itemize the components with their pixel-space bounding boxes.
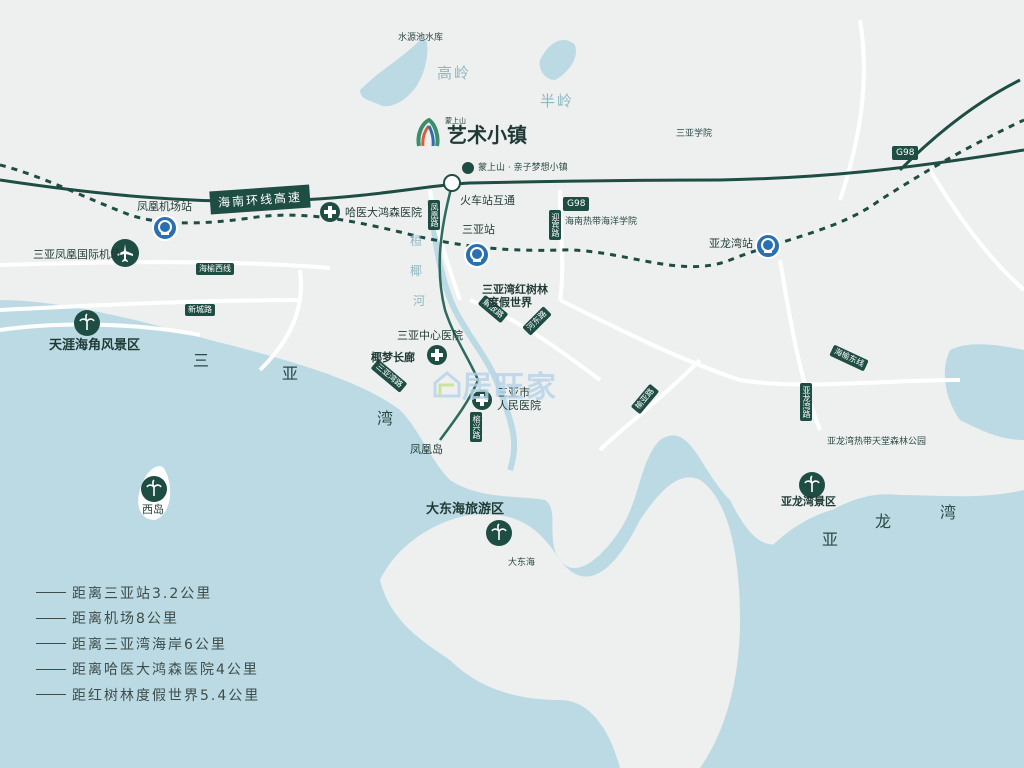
river-label-2: 椰	[410, 264, 425, 278]
dadonghai-area-label: 大东海旅游区	[426, 502, 505, 517]
road-badge-yalong: 亚龙湾路	[800, 383, 812, 421]
road-badge-xincheng: 新城路	[185, 304, 215, 316]
dadonghai-label: 大东海	[508, 558, 536, 568]
legend-text: 距离三亚湾海岸6公里	[72, 636, 227, 653]
xidao-label: 西岛	[142, 503, 164, 516]
route-line	[438, 184, 480, 441]
palm-icon	[141, 476, 167, 506]
legend-dash	[36, 643, 66, 645]
logo-subtitle-row: 蒙上山 · 亲子梦想小镇	[462, 162, 568, 174]
people-hospital-label-2: 人民医院	[497, 399, 541, 412]
yalong-bay-char-3: 湾	[940, 503, 957, 522]
haiyi-hospital-label: 哈医大鸿森医院	[345, 206, 422, 219]
train-station-icon	[755, 233, 781, 263]
legend-text: 距离三亚站3.2公里	[72, 585, 213, 602]
road-badge-yingbin: 迎宾路	[549, 210, 561, 240]
distance-legend: 距离三亚站3.2公里 距离机场8公里 距离三亚湾海岸6公里 距离哈医大鸿森医院4…	[36, 580, 260, 708]
interchange-label: 火车站互通	[460, 194, 515, 207]
river-label-3: 河	[413, 294, 428, 308]
legend-item: 距离三亚站3.2公里	[36, 580, 260, 606]
legend-text: 距离哈医大鸿森医院4公里	[72, 662, 259, 679]
yalong-bay-land	[760, 500, 1024, 768]
train-station-icon	[464, 242, 490, 272]
legend-item: 距红树林度假世界5.4公里	[36, 682, 260, 708]
yemeng-label: 椰梦长廊	[371, 351, 415, 364]
huochezhan-interchange	[443, 174, 461, 192]
hainan-ring-highway	[0, 148, 1024, 203]
banling-reservoir	[539, 40, 576, 80]
watermark: 居旺家	[432, 362, 558, 406]
airport-label: 三亚凤凰国际机场	[33, 248, 121, 261]
palm-icon	[799, 472, 825, 502]
hospital-icon	[320, 202, 340, 226]
g98-shield-mid: G98	[563, 197, 590, 211]
legend-dash	[36, 592, 66, 594]
reservoir-label: 水源池水库	[398, 33, 444, 43]
dadonghai-land	[380, 477, 740, 768]
gaoling-label: 高岭	[437, 64, 472, 82]
sanya-bay-char-3: 湾	[377, 409, 394, 428]
watermark-text: 居旺家	[462, 370, 558, 405]
reservoir	[360, 38, 428, 107]
g98-shield-east: G98	[892, 146, 919, 160]
road-badge-rongxing: 榕兴路	[470, 412, 482, 442]
hospital-icon	[472, 390, 492, 414]
logo-mark-icon	[416, 118, 440, 147]
hospital-icon	[427, 345, 447, 369]
rail-line	[0, 118, 1024, 269]
building-icon	[462, 162, 474, 174]
road-badge-haiyu-west: 海榆西线	[196, 263, 234, 275]
banling-label: 半岭	[540, 92, 575, 110]
legend-item: 距离哈医大鸿森医院4公里	[36, 657, 260, 683]
east-headland	[944, 344, 1024, 440]
sanya-college-label: 三亚学院	[676, 129, 713, 139]
sanya-river	[427, 199, 518, 471]
logo-subtitle: 蒙上山 · 亲子梦想小镇	[478, 162, 568, 173]
legend-item: 距离机场8公里	[36, 606, 260, 632]
yalongwan-scenic-label: 亚龙湾景区	[781, 495, 836, 508]
legend-dash	[36, 617, 66, 619]
legend-item: 距离三亚湾海岸6公里	[36, 631, 260, 657]
yalongwan-forest-label: 亚龙湾热带天堂森林公园	[827, 437, 927, 447]
legend-dash	[36, 694, 66, 696]
airport-station-label: 凤凰机场站	[137, 200, 192, 213]
center-hospital-label: 三亚中心医院	[397, 329, 463, 342]
legend-text: 距红树林度假世界5.4公里	[72, 687, 261, 704]
airport-icon	[111, 239, 139, 271]
sanya-bay-char-1: 三	[193, 351, 210, 370]
art-town-logo: 蒙上山 艺术小镇	[415, 117, 527, 148]
train-station-icon	[152, 215, 178, 245]
tianya-label: 天涯海角风景区	[49, 338, 141, 353]
road-network	[0, 19, 1024, 452]
yalongwan-station-label: 亚龙湾站	[709, 237, 753, 250]
logo-top-text: 蒙上山	[445, 117, 466, 125]
river-label-1: 桓	[410, 234, 425, 248]
legend-text: 距离机场8公里	[72, 611, 179, 628]
logo-name: 艺术小镇	[447, 122, 527, 147]
palm-icon	[486, 520, 512, 550]
mangrove-label-2: 度假世界	[488, 296, 532, 309]
road-badge-fenghuang: 凤凰路	[428, 200, 440, 230]
yalong-bay-char-2: 龙	[875, 512, 892, 531]
watermark-house-icon	[433, 371, 461, 398]
legend-dash	[36, 668, 66, 670]
ocean-college-label: 海南热带海洋学院	[565, 217, 638, 227]
mangrove-label-1: 三亚湾红树林	[482, 283, 548, 296]
sanya-bay-char-2: 亚	[282, 364, 299, 383]
palm-icon	[74, 310, 100, 340]
fenghuangdao-label: 凤凰岛	[410, 443, 443, 456]
sanya-station-label: 三亚站	[462, 223, 495, 236]
people-hospital-label-1: 三亚市	[497, 386, 530, 399]
yalong-bay-char-1: 亚	[822, 530, 839, 549]
